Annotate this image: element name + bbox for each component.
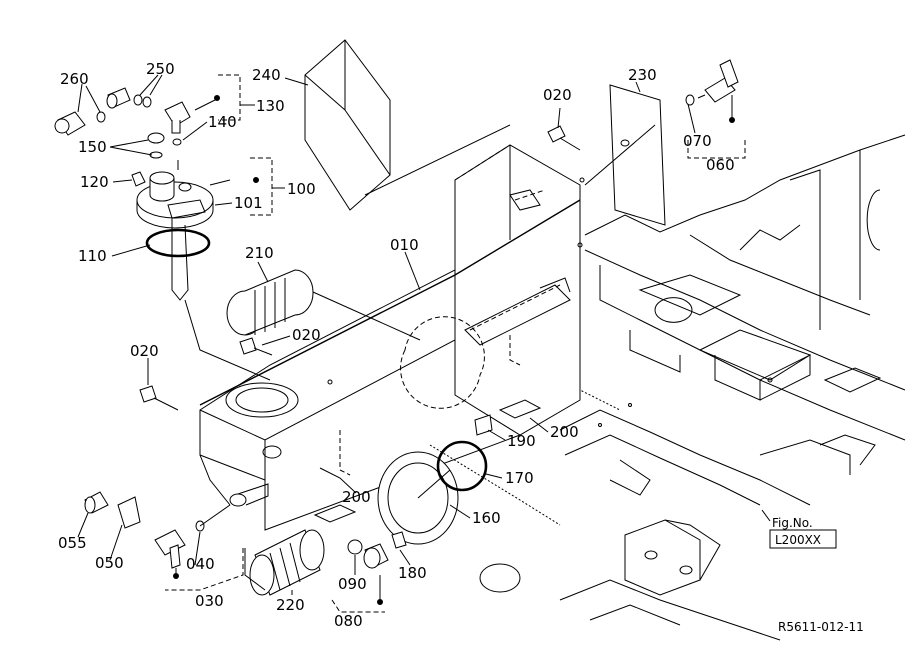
label-055: 055 [58,534,87,552]
label-120: 120 [80,173,109,191]
label-130: 130 [256,97,285,115]
label-150: 150 [78,138,107,156]
label-090: 090 [338,575,367,593]
misc-parts [313,399,542,523]
label-010: 010 [390,236,419,254]
label-020-top: 020 [543,86,572,104]
fig-no-frame [769,529,837,549]
fig-no-value: L200XX [775,533,821,547]
bullets [173,95,735,605]
right-fittings [685,59,739,118]
part-labels: 260 250 240 230 130 140 150 120 100 101 … [58,60,735,630]
drawing-code: R5611-012-11 [778,620,864,634]
label-101: 101 [234,194,263,212]
label-200-low: 200 [342,488,371,506]
label-040: 040 [186,555,215,573]
label-070: 070 [683,132,712,150]
upper-fittings [54,87,216,187]
brackets [165,74,746,613]
bolts-020 [139,125,581,411]
plate-230 [584,84,666,226]
machine-frame [429,134,906,641]
label-100: 100 [287,180,316,198]
filter-210 [226,269,421,341]
label-140: 140 [208,113,237,131]
gauge-unit-100 [136,160,271,381]
label-060: 060 [706,156,735,174]
fig-no-caption: Fig.No. [772,516,813,530]
cover-240 [304,39,511,211]
label-160: 160 [472,509,501,527]
leader-lines [77,74,771,595]
filter-220 [244,529,325,596]
cover-160 [377,440,488,545]
label-240: 240 [252,66,281,84]
label-230: 230 [628,66,657,84]
label-200-right: 200 [550,423,579,441]
label-020-mid: 020 [292,326,321,344]
label-020-left: 020 [130,342,159,360]
plug-080 [347,531,521,600]
label-050: 050 [95,554,124,572]
label-180: 180 [398,564,427,582]
label-170: 170 [505,469,534,487]
label-210: 210 [245,244,274,262]
label-190: 190 [507,432,536,450]
label-220: 220 [276,596,305,614]
label-260: 260 [60,70,89,88]
fuel-tank [199,144,585,531]
figure-number-box: Fig.No. L200XX [769,516,837,549]
label-080: 080 [334,612,363,630]
label-030: 030 [195,592,224,610]
label-110: 110 [78,247,107,265]
label-250: 250 [146,60,175,78]
